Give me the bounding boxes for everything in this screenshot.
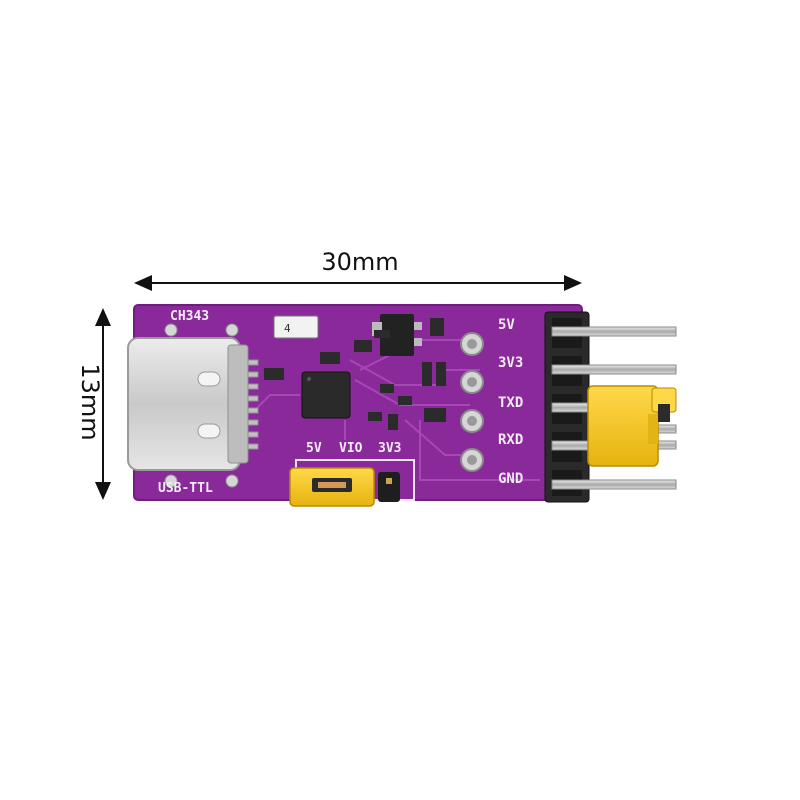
- usb-c-connector: [127, 337, 259, 471]
- pin-header: [544, 311, 677, 503]
- board-name-label: USB-TTL: [158, 481, 213, 496]
- ic-marking: 4: [284, 322, 291, 335]
- voltage-option-5v: 5V: [306, 441, 322, 456]
- pin-label-5v: 5V: [498, 317, 515, 333]
- height-dimension-label: 13mm: [76, 363, 104, 441]
- pin-label-gnd: GND: [498, 471, 524, 487]
- pin-label-3v3: 3V3: [498, 355, 524, 371]
- voltage-option-vio: VIO: [339, 441, 363, 456]
- chip-silkscreen-label: CH343: [170, 309, 210, 324]
- pcb-traces: [254, 339, 540, 481]
- voltage-jumper: [289, 467, 400, 507]
- width-dimension-label: 30mm: [321, 248, 399, 276]
- ic-u1: [273, 315, 319, 339]
- pin-pads: [460, 332, 484, 472]
- ch343-chip: [301, 371, 351, 419]
- pin-label-txd: TXD: [498, 395, 524, 411]
- pin-label-rxd: RXD: [498, 432, 524, 448]
- header-jumper: [587, 385, 677, 467]
- voltage-option-3v3: 3V3: [378, 441, 402, 456]
- components: [264, 314, 446, 430]
